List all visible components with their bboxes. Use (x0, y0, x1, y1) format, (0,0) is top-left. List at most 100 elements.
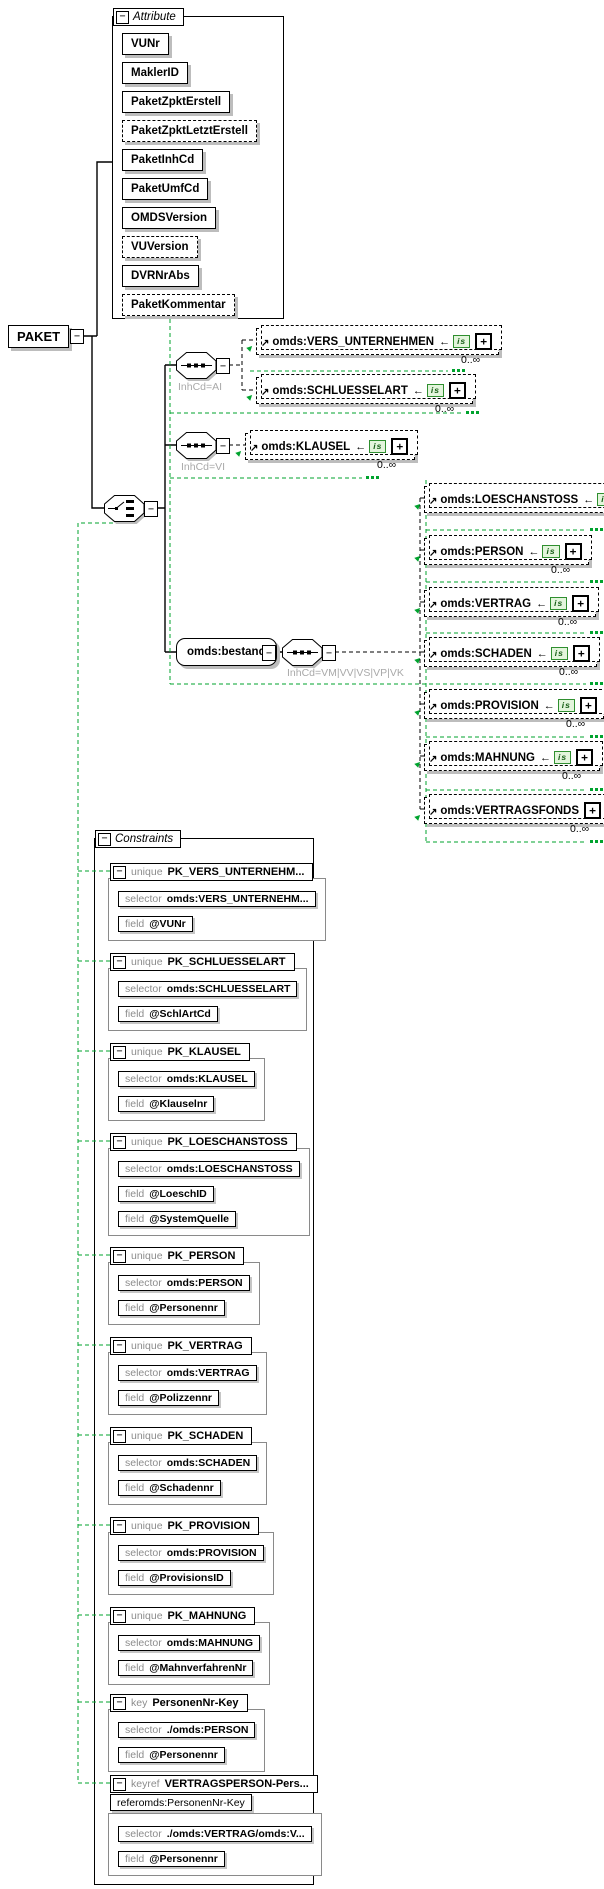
constraint-field-row[interactable]: field@Personennr (118, 1300, 225, 1316)
expand-icon[interactable]: + (584, 802, 602, 819)
attributes-header-tab[interactable]: − Attribute (113, 8, 184, 26)
expand-icon[interactable]: + (391, 438, 409, 455)
attribute-node[interactable]: DVRNrAbs (122, 265, 199, 287)
element-node[interactable]: ↗omds:SCHLUESSELART←is+ (256, 374, 476, 404)
constraints-header-tab[interactable]: − Constraints (95, 830, 182, 848)
expand-icon[interactable]: + (564, 543, 582, 560)
expand-icon[interactable]: + (576, 749, 594, 766)
constraint-field-row[interactable]: field@Schadennr (118, 1480, 221, 1496)
selector-label: selector (125, 1277, 162, 1289)
sequence-bestand-collapse-toggle[interactable]: − (322, 645, 336, 661)
collapse-icon[interactable]: − (113, 955, 126, 969)
constraint-selector-row[interactable]: selector./omds:VERTRAG/omds:V... (118, 1826, 312, 1842)
constraint-field-row[interactable]: field@VUNr (118, 916, 193, 932)
attribute-node[interactable]: PaketZpktLetztErstell (122, 120, 257, 142)
attribute-node[interactable]: VUVersion (122, 236, 198, 258)
element-node[interactable]: ↗omds:VERS_UNTERNEHMEN←is+ (256, 325, 503, 355)
constraint-field-row[interactable]: field@MahnverfahrenNr (118, 1660, 254, 1676)
collapse-icon[interactable]: − (113, 1249, 126, 1263)
element-node[interactable]: ↗omds:VERTRAG←is+ (424, 587, 600, 617)
collapse-icon[interactable]: − (113, 865, 126, 879)
constraint-field-row[interactable]: field@Klauselnr (118, 1096, 215, 1112)
attribute-node[interactable]: MaklerID (122, 62, 188, 84)
constraint-field-row[interactable]: field@SchlArtCd (118, 1006, 218, 1022)
collapse-icon[interactable]: − (113, 1045, 126, 1059)
expand-icon[interactable]: + (475, 333, 493, 350)
root-collapse-toggle[interactable]: − (70, 329, 84, 344)
expand-icon[interactable]: + (448, 382, 466, 399)
collapse-icon[interactable]: − (98, 832, 111, 846)
constraint-field-row[interactable]: field@Personennr (118, 1747, 225, 1763)
element-node[interactable]: ↗omds:KLAUSEL←is+ (245, 430, 419, 460)
collapse-icon[interactable]: − (113, 1777, 126, 1791)
collapse-icon[interactable]: − (113, 1519, 126, 1533)
sequence-connector-bestand[interactable] (282, 639, 323, 666)
collapse-icon[interactable]: − (116, 10, 129, 24)
choice-collapse-toggle[interactable]: − (144, 501, 158, 517)
constraint-field-row[interactable]: field@Polizzennr (118, 1390, 220, 1406)
collapse-icon[interactable]: − (113, 1609, 126, 1623)
field-value: @ProvisionsID (149, 1572, 224, 1584)
sequence-connector-ai[interactable] (176, 352, 217, 379)
constraint-field-row[interactable]: field@ProvisionsID (118, 1570, 231, 1586)
field-label: field (125, 1853, 145, 1865)
attribute-label: PaketZpktLetztErstell (131, 125, 248, 137)
expand-icon[interactable]: + (579, 697, 597, 714)
element-node[interactable]: ↗omds:MAHNUNG←is+ (424, 741, 604, 771)
element-node[interactable]: ↗omds:LOESCHANSTOSS←is+ (424, 483, 604, 513)
bestand-collapse-toggle[interactable]: − (262, 645, 276, 661)
field-value: @SystemQuelle (149, 1213, 229, 1225)
constraint-field-row[interactable]: field@Personennr (118, 1851, 225, 1867)
attribute-node[interactable]: PaketKommentar (122, 294, 235, 316)
constraint-field-row[interactable]: field@SystemQuelle (118, 1211, 236, 1227)
attribute-node[interactable]: PaketInhCd (122, 149, 204, 171)
choice-connector[interactable] (104, 495, 145, 522)
constraint-field-row[interactable]: field@LoeschID (118, 1186, 214, 1202)
collapse-icon[interactable]: − (113, 1135, 126, 1149)
sequence-connector-vi[interactable] (176, 432, 217, 459)
attribute-node[interactable]: VUNr (122, 33, 169, 55)
collapse-icon[interactable]: − (113, 1339, 126, 1353)
expand-icon[interactable]: + (572, 645, 590, 662)
element-node[interactable]: ↗omds:PERSON←is+ (424, 535, 592, 565)
occurrence-label: 0..∞ (461, 354, 481, 366)
bestand-element-node[interactable]: omds:bestand (176, 638, 277, 666)
sequence-vi-collapse-toggle[interactable]: − (216, 438, 230, 454)
constraint-selector-row[interactable]: selector./omds:PERSON (118, 1722, 256, 1738)
attribute-node[interactable]: PaketZpktErstell (122, 91, 231, 113)
constraint-name-label: PK_VERS_UNTERNEHM... (167, 866, 305, 878)
element-label: omds:VERS_UNTERNEHMEN (272, 335, 435, 348)
element-node[interactable]: ↗omds:SCHADEN←is+ (424, 637, 600, 667)
element-label: omds:SCHLUESSELART (272, 384, 408, 397)
constraint-name-label: PK_PROVISION (167, 1520, 251, 1532)
element-node[interactable]: ↗omds:PROVISION←is+ (424, 689, 604, 719)
expand-icon[interactable]: + (572, 595, 590, 612)
collapse-icon[interactable]: − (113, 1429, 126, 1443)
root-element-node[interactable]: PAKET (8, 325, 70, 348)
collapse-icon[interactable]: − (113, 1696, 126, 1710)
attribute-node[interactable]: PaketUmfCd (122, 178, 209, 200)
sequence-ai-collapse-toggle[interactable]: − (216, 358, 230, 374)
attribute-node[interactable]: OMDSVersion (122, 207, 217, 229)
element-node[interactable]: ↗omds:VERTRAGSFONDS+ (424, 794, 604, 824)
